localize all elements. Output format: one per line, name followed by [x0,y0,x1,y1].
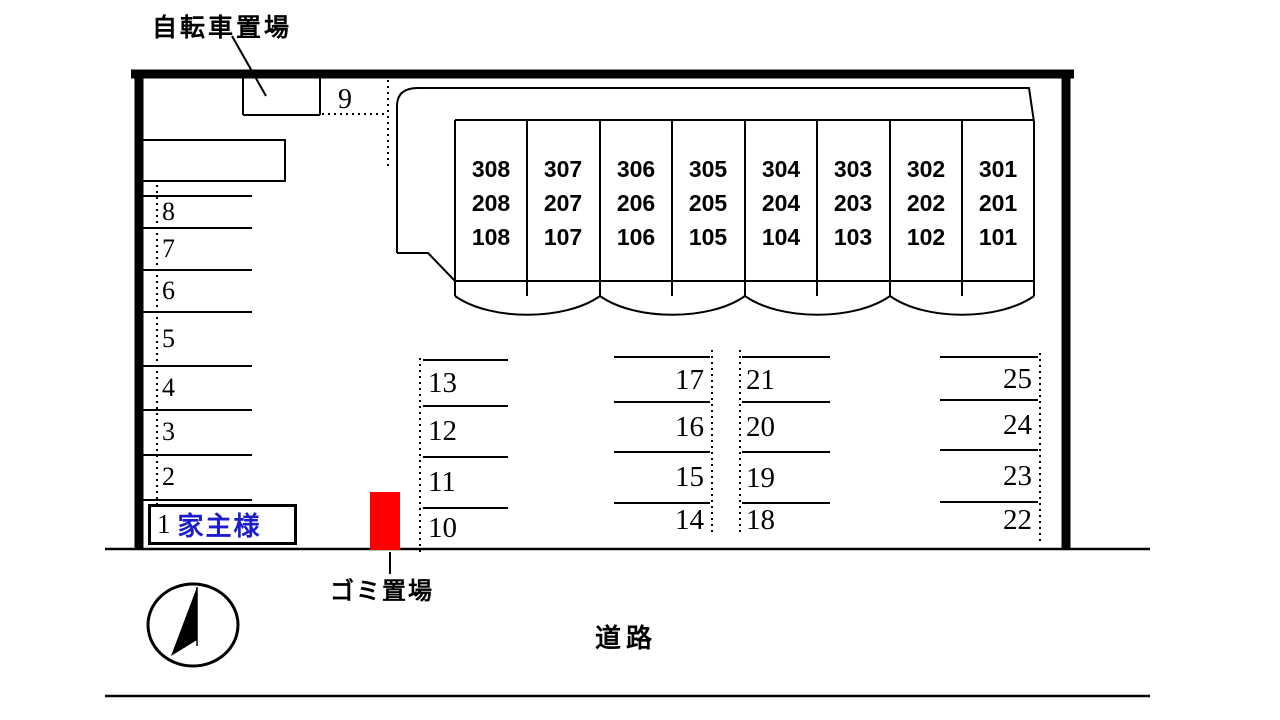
garbage-area-marker [370,492,400,550]
parking-dividers-left [141,185,252,504]
owner-space-label: 家主様 [177,511,262,541]
building-grid [454,119,1034,296]
unit-number: 307 [543,156,583,182]
unit-number: 303 [833,156,873,182]
boundary-wall [131,69,1074,549]
parking-space-number: 16 [675,411,704,443]
parking-dividers-a [419,358,508,552]
unit-number: 203 [833,190,873,216]
building-unit-column: 304 204 104 [745,152,817,254]
parking-space-number: 22 [1003,504,1032,536]
unit-number: 108 [471,224,511,250]
unit-number: 202 [906,190,946,216]
parking-space-number: 14 [675,504,704,536]
unit-number: 308 [471,156,511,182]
building-unit-column: 307 207 107 [527,152,599,254]
unit-number: 208 [471,190,511,216]
unit-number: 204 [761,190,801,216]
unit-number: 205 [688,190,728,216]
parking-space-number: 5 [162,324,175,353]
parking-space-number: 4 [162,373,175,402]
owner-space-box: 1 家主様 [148,504,297,545]
parking-space-number: 13 [428,367,457,399]
parking-dividers-b [614,350,713,535]
parking-space-number: 10 [428,512,457,544]
compass-icon [146,582,240,668]
parking-space-number: 7 [162,234,175,263]
parking-space-number: 25 [1003,363,1032,395]
parking-dividers-d [940,353,1041,543]
bicycle-parking-outline [231,35,389,168]
parking-space-number: 11 [428,466,456,498]
unit-number: 106 [616,224,656,250]
parking-space-number: 17 [675,364,704,396]
parking-dividers-c [739,350,830,535]
unit-number: 101 [978,224,1018,250]
garbage-area-label: ゴミ置場 [330,578,434,605]
parking-space-number: 23 [1003,460,1032,492]
building-unit-column: 303 203 103 [817,152,889,254]
unit-number: 201 [978,190,1018,216]
parking-space-number: 6 [162,276,175,305]
parking-space-number: 20 [746,411,775,443]
unit-number: 306 [616,156,656,182]
parking-space-number: 21 [746,364,775,396]
building-unit-column: 302 202 102 [890,152,962,254]
unit-number: 103 [833,224,873,250]
road-lines [105,547,1150,698]
parking-space-number: 15 [675,461,704,493]
parking-space-number: 1 [157,509,171,539]
parking-space-number: 19 [746,462,775,494]
unit-number: 104 [761,224,801,250]
parking-space-number: 3 [162,417,175,446]
unit-number: 107 [543,224,583,250]
road-label: 道路 [595,623,658,653]
unit-number: 302 [906,156,946,182]
unit-number: 301 [978,156,1018,182]
unit-number: 207 [543,190,583,216]
building-unit-column: 301 201 101 [962,152,1034,254]
unit-number: 105 [688,224,728,250]
unit-number: 102 [906,224,946,250]
parking-space-number: 9 [338,84,352,115]
parking-space-number: 2 [162,462,175,491]
unit-number: 206 [616,190,656,216]
building-unit-column: 308 208 108 [455,152,527,254]
unit-number: 304 [761,156,801,182]
unit-number: 305 [688,156,728,182]
parking-space-number: 18 [746,504,775,536]
parking-space-number: 12 [428,415,457,447]
building-unit-column: 305 205 105 [672,152,744,254]
parking-space-number: 24 [1003,409,1032,441]
storage-outline [143,139,286,182]
bicycle-parking-label: 自転車置場 [152,14,293,42]
parking-space-number: 8 [162,197,175,226]
building-unit-column: 306 206 106 [600,152,672,254]
